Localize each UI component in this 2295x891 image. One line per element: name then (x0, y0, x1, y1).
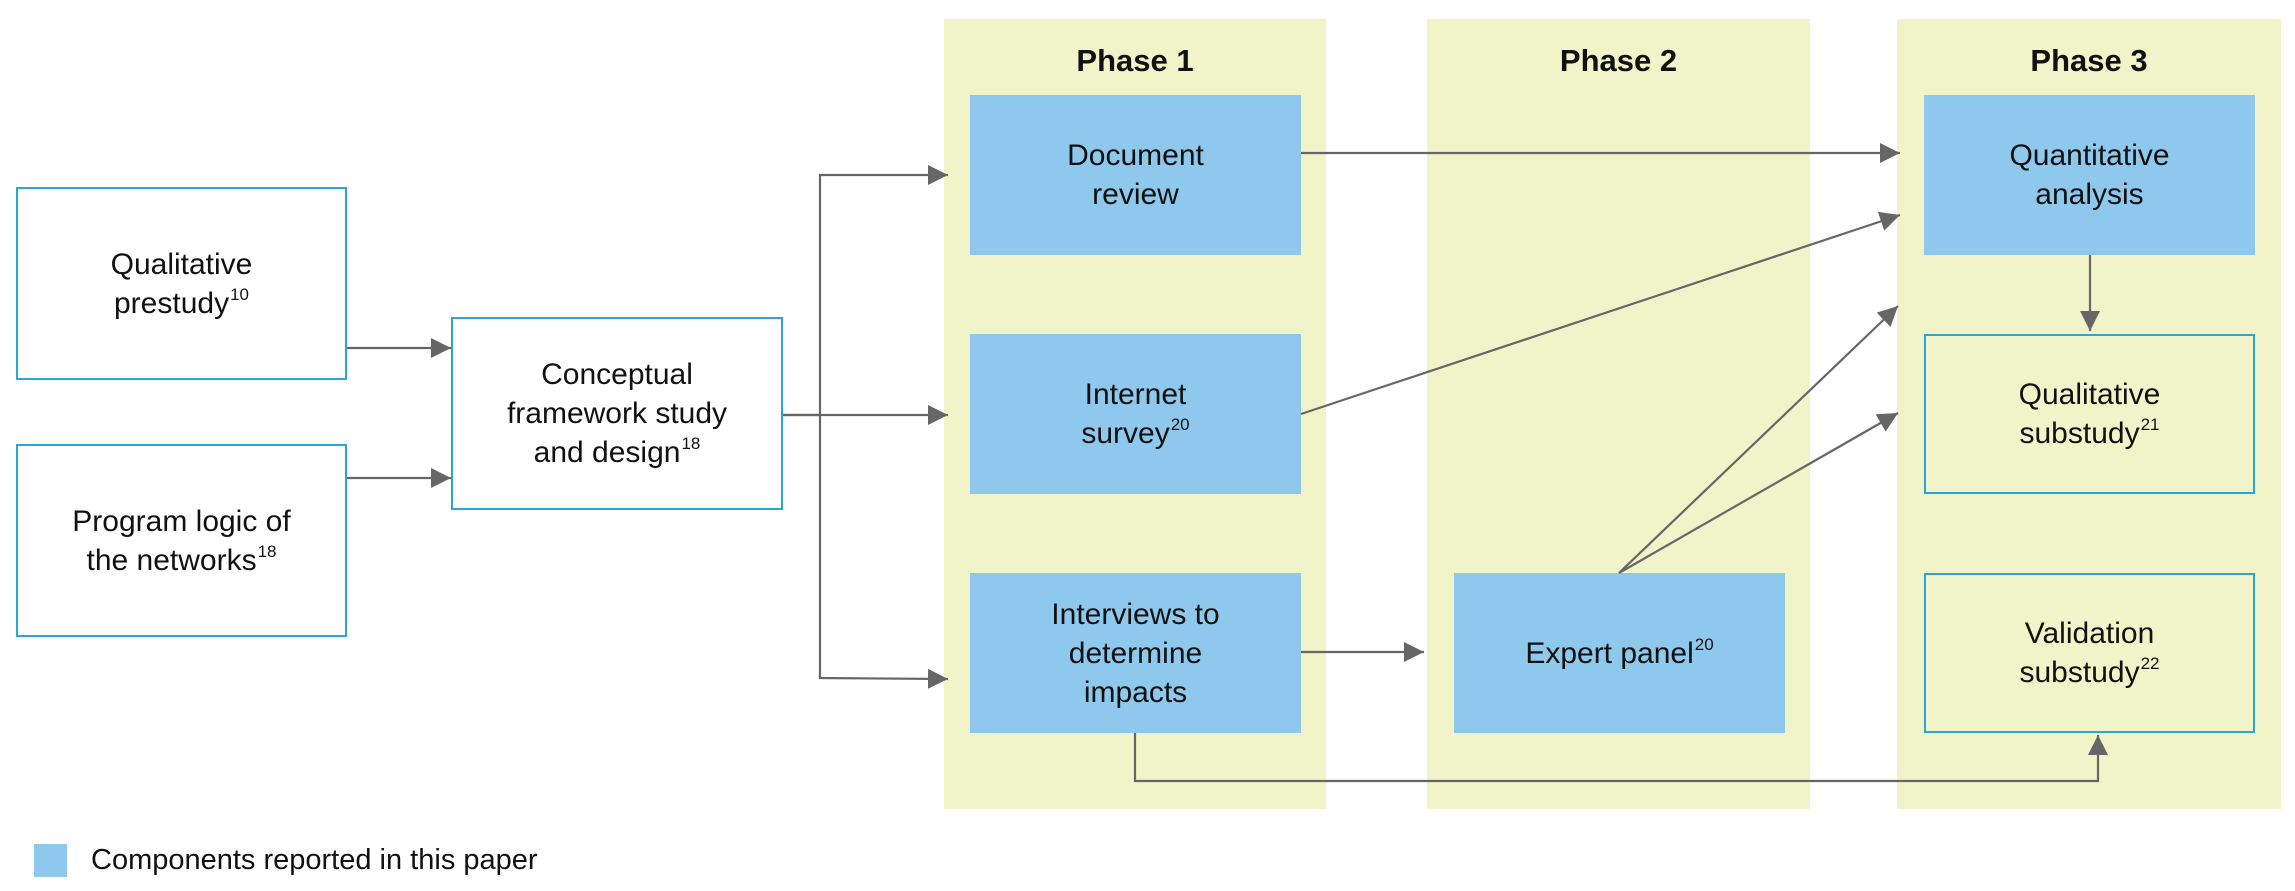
quantitative-analysis-box: Quantitative analysis (1924, 95, 2255, 255)
expert-panel-line1-wrap: Expert panel20 (1525, 634, 1713, 673)
document-review-line1: Document (1067, 139, 1204, 172)
program-logic-box: Program logic of the networks18 (16, 444, 347, 637)
phase-1-title: Phase 1 (1076, 43, 1194, 78)
internet-survey-box: Internet survey20 (970, 334, 1301, 494)
program-logic-line2: the networks (86, 543, 257, 577)
validation-substudy-box: Validation substudy22 (1924, 573, 2255, 733)
internet-survey-line1: Internet (1084, 378, 1187, 411)
legend: Components reported in this paper (34, 843, 538, 877)
interviews-line3: impacts (1083, 675, 1188, 709)
validation-substudy-line1: Validation (2024, 617, 2155, 650)
legend-label: Components reported in this paper (91, 843, 538, 876)
program-logic-ref: 18 (257, 541, 277, 561)
qualitative-prestudy-box: Qualitative prestudy10 (16, 187, 347, 380)
qualitative-substudy-line2-wrap: substudy21 (2020, 414, 2160, 453)
internet-survey-line2: survey (1081, 417, 1170, 450)
conceptual-framework-ref: 18 (681, 434, 701, 453)
expert-panel-line1: Expert panel (1525, 636, 1694, 670)
quantitative-analysis-line1: Quantitative (2009, 139, 2170, 172)
qualitative-prestudy-line1: Qualitative (110, 247, 253, 281)
document-review-box: Document review (970, 95, 1301, 255)
internet-survey-line2-wrap: survey20 (1081, 414, 1189, 453)
qualitative-substudy-line1: Qualitative (2018, 378, 2161, 411)
conceptual-framework-line2: framework study (506, 397, 728, 430)
qualitative-prestudy-ref: 10 (230, 284, 249, 304)
arrow-framework-to-document-review (783, 165, 948, 417)
conceptual-framework-line3-wrap: and design18 (534, 433, 701, 472)
interviews-line1: Interviews to (1051, 597, 1220, 631)
arrow-framework-to-interviews (818, 415, 949, 689)
phase-3-title: Phase 3 (2030, 43, 2148, 78)
validation-substudy-line2-wrap: substudy22 (2020, 653, 2160, 692)
validation-substudy-line2: substudy (2019, 656, 2140, 689)
conceptual-framework-line3: and design (533, 436, 681, 469)
expert-panel-box: Expert panel20 (1454, 573, 1785, 733)
qualitative-prestudy-line2: prestudy (114, 286, 230, 320)
document-review-line2: review (1092, 178, 1179, 211)
conceptual-framework-line1: Conceptual (541, 358, 693, 391)
conceptual-framework-box: Conceptual framework study and design18 (451, 317, 783, 510)
qualitative-substudy-box: Qualitative substudy21 (1924, 334, 2255, 494)
program-logic-line2-wrap: the networks18 (86, 541, 276, 580)
interviews-line2: determine (1068, 636, 1203, 670)
qualitative-substudy-ref: 21 (2140, 415, 2160, 434)
interviews-box: Interviews to determine impacts (970, 573, 1301, 733)
internet-survey-ref: 20 (1170, 415, 1190, 434)
validation-substudy-ref: 22 (2140, 654, 2160, 673)
qualitative-prestudy-line2-wrap: prestudy10 (114, 284, 249, 323)
program-logic-line1: Program logic of (72, 504, 291, 538)
qualitative-substudy-line2: substudy (2019, 417, 2140, 450)
legend-swatch (34, 843, 67, 877)
phase-2-title: Phase 2 (1559, 43, 1678, 78)
expert-panel-ref: 20 (1694, 634, 1714, 654)
quantitative-analysis-line2: analysis (2035, 178, 2144, 211)
